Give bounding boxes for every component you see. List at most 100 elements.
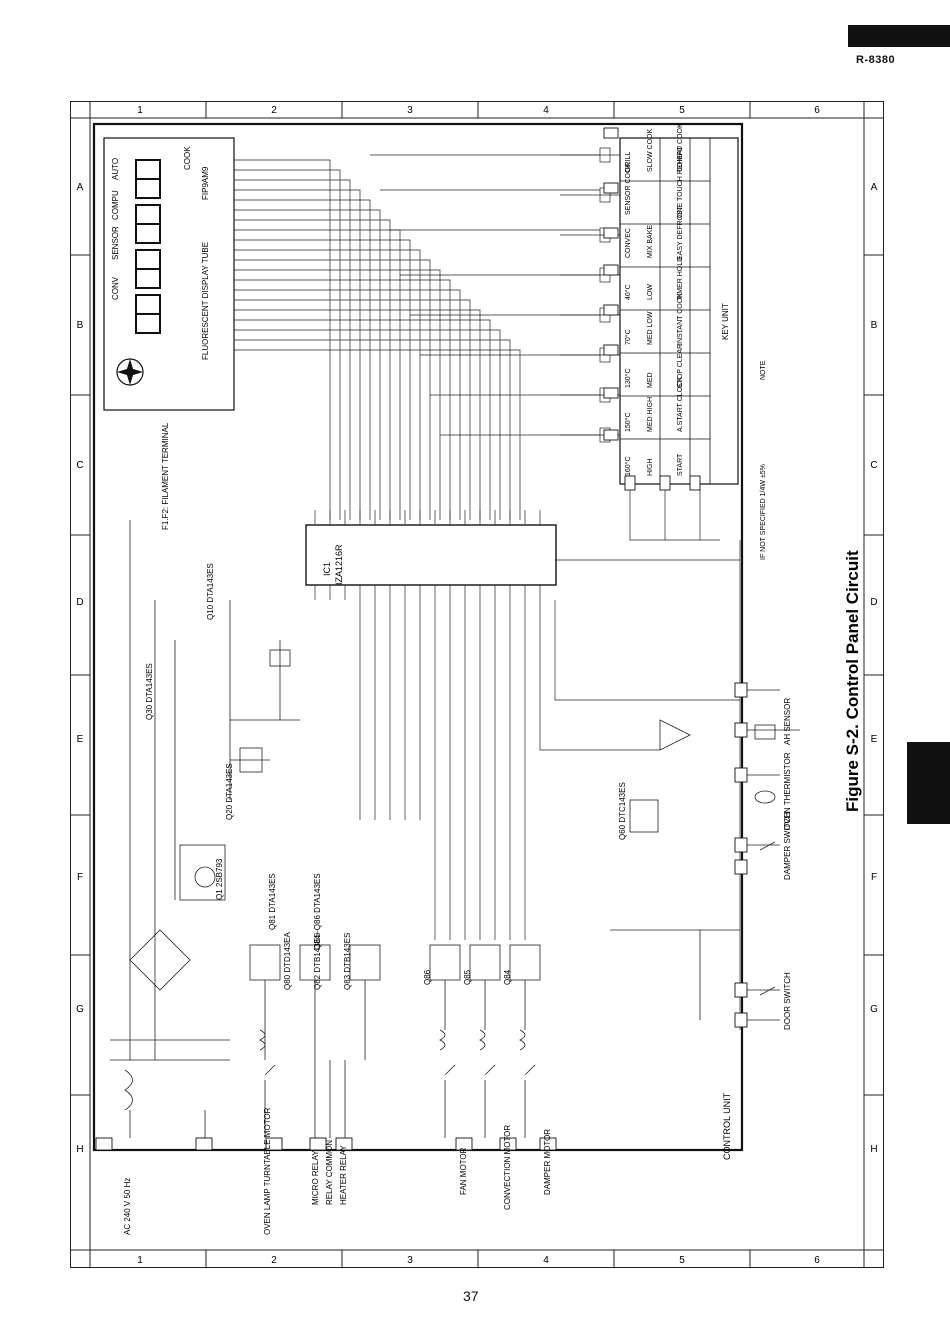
convection-motor-label: CONVECTION MOTOR — [503, 1125, 512, 1210]
damper-motor-label: DAMPER MOTOR — [543, 1129, 552, 1195]
key-unit-label: KEY UNIT — [721, 303, 730, 340]
key-low: LOW — [647, 284, 654, 300]
col-2-bottom: 2 — [271, 1255, 277, 1266]
header-bar — [848, 25, 950, 47]
key-mix-bake: MIX BAKE — [647, 225, 654, 258]
ic1-ref: IC1 — [322, 562, 332, 576]
display-label-conv: CONV — [111, 276, 120, 300]
row-b-right: B — [871, 320, 878, 331]
col-5-top: 5 — [679, 105, 685, 116]
key-160c: 160°C — [624, 456, 632, 476]
damper-switch-label: DAMPER SWITCH — [783, 812, 792, 880]
col-1-bottom: 1 — [137, 1255, 143, 1266]
row-e-right: E — [871, 734, 878, 745]
col-3-bottom: 3 — [407, 1255, 413, 1266]
key-med-low: MED LOW — [647, 311, 654, 345]
side-tab — [907, 742, 950, 824]
connectors-right — [734, 682, 748, 1028]
row-h-left: H — [76, 1144, 83, 1155]
row-f-left: F — [77, 872, 83, 883]
q82-label: Q82 DTB143ES — [313, 933, 322, 990]
key-matrix: GRILL SLOW COOK COMPU COOK SENSOR COOK O… — [619, 123, 767, 560]
q1-label: Q1 2SB793 — [215, 858, 224, 900]
row-g-left: G — [76, 1004, 84, 1015]
ah-sensor-element — [754, 724, 776, 740]
bridge-rectifier — [129, 929, 191, 991]
ic-output-wires — [359, 540, 741, 1030]
row-labels: A B C D E F G H A B C D E F G H — [76, 182, 878, 1155]
thermistor-element — [754, 790, 776, 804]
key-astart-clock: A.START CLOCK — [677, 377, 684, 432]
q60-label: Q60 DTC143ES — [618, 782, 627, 840]
display-part-number: FIP9AM9 — [201, 166, 210, 200]
col-6-top: 6 — [814, 105, 820, 116]
key-40c: 40°C — [624, 284, 632, 300]
q81-label: Q81 DTA143ES — [268, 873, 277, 930]
row-b-left: B — [77, 320, 84, 331]
q83-label: Q83 DTB143ES — [343, 933, 352, 990]
key-start: START — [677, 453, 684, 476]
q84-label: Q84 — [503, 969, 512, 985]
display-tube-label: FLUORESCENT DISPLAY TUBE — [201, 242, 210, 360]
row-c-right: C — [870, 460, 877, 471]
figure-title: Figure S-2. Control Panel Circuit — [843, 550, 862, 812]
col-1-top: 1 — [137, 105, 143, 116]
row-g-right: G — [870, 1004, 878, 1015]
tolerance-note: IF NOT SPECIFIED 1/4W ±5% — [760, 464, 767, 560]
row-a-left: A — [77, 182, 84, 193]
q84-q86-label: Q84~Q86 DTA143ES — [313, 873, 322, 950]
relay-common-label: RELAY COMMON — [325, 1140, 334, 1205]
key-med-high: MED HIGH — [647, 397, 654, 432]
ic1-part: IZA1216R — [334, 544, 344, 585]
schematic-sheet — [70, 101, 884, 1268]
display-label-cook: COOK — [183, 146, 192, 170]
key-stop-clear: STOP CLEAR — [677, 344, 684, 388]
key-grill: GRILL — [625, 152, 632, 172]
col-2-top: 2 — [271, 105, 277, 116]
row-d-left: D — [76, 597, 83, 608]
sensor-circuits — [610, 689, 800, 1021]
connectors-bottom — [95, 1137, 557, 1151]
display-wires — [234, 154, 600, 520]
filament-note: F1.F2: FILAMENT TERMINAL — [161, 422, 170, 530]
q20-label: Q20 DTA143ES — [225, 763, 234, 820]
q1-transistor — [194, 866, 216, 888]
q86-label: Q86 — [423, 969, 432, 985]
micro-relay-label: MICRO RELAY — [311, 1150, 320, 1205]
op-amp — [659, 719, 691, 751]
q10-label: Q10 DTA143ES — [206, 563, 215, 620]
key-med: MED — [647, 372, 654, 388]
col-4-bottom: 4 — [543, 1255, 549, 1266]
key-one-touch-reheat: ONE TOUCH REHEAT — [677, 146, 684, 218]
key-150c: 150°C — [624, 412, 632, 432]
power-supply — [110, 520, 300, 1111]
key-convec: CONVEC — [625, 228, 632, 258]
page-number: 37 — [463, 1288, 479, 1304]
q85-label: Q85 — [463, 969, 472, 985]
key-130c: 130°C — [624, 368, 632, 388]
relay-drivers — [129, 944, 541, 1138]
ic1: IC1 IZA1216R — [305, 510, 557, 600]
key-compu-cook: COMPU COOK — [677, 123, 684, 172]
display-tube: CONV FLUORESCENT DISPLAY TUBE SENSOR COM… — [103, 137, 235, 411]
key-high: HIGH — [647, 459, 654, 477]
key-easy-defrost: EASY DEFROST — [677, 205, 684, 260]
fan-blades-icon — [117, 359, 143, 385]
row-f-right: F — [871, 872, 877, 883]
col-3-top: 3 — [407, 105, 413, 116]
row-c-left: C — [76, 460, 83, 471]
key-diodes — [560, 147, 720, 541]
key-slow-cook: SLOW COOK — [647, 128, 654, 172]
q80-label: Q80 DTD143EA — [283, 932, 292, 990]
display-label-sensor: SENSOR — [111, 226, 120, 260]
row-a-right: A — [871, 182, 878, 193]
door-switch-label: DOOR SWITCH — [783, 972, 792, 1030]
oven-lamp-label: OVEN LAMP TURNTABLE MOTOR — [263, 1107, 272, 1235]
ah-sensor-label: AH SENSOR — [783, 698, 792, 745]
display-label-compu: COMPU — [111, 190, 120, 220]
key-70c: 70°C — [624, 329, 632, 345]
q30-label: Q30 DTA143ES — [145, 663, 154, 720]
display-label-auto: AUTO — [111, 158, 120, 180]
connectors-top — [603, 127, 701, 491]
